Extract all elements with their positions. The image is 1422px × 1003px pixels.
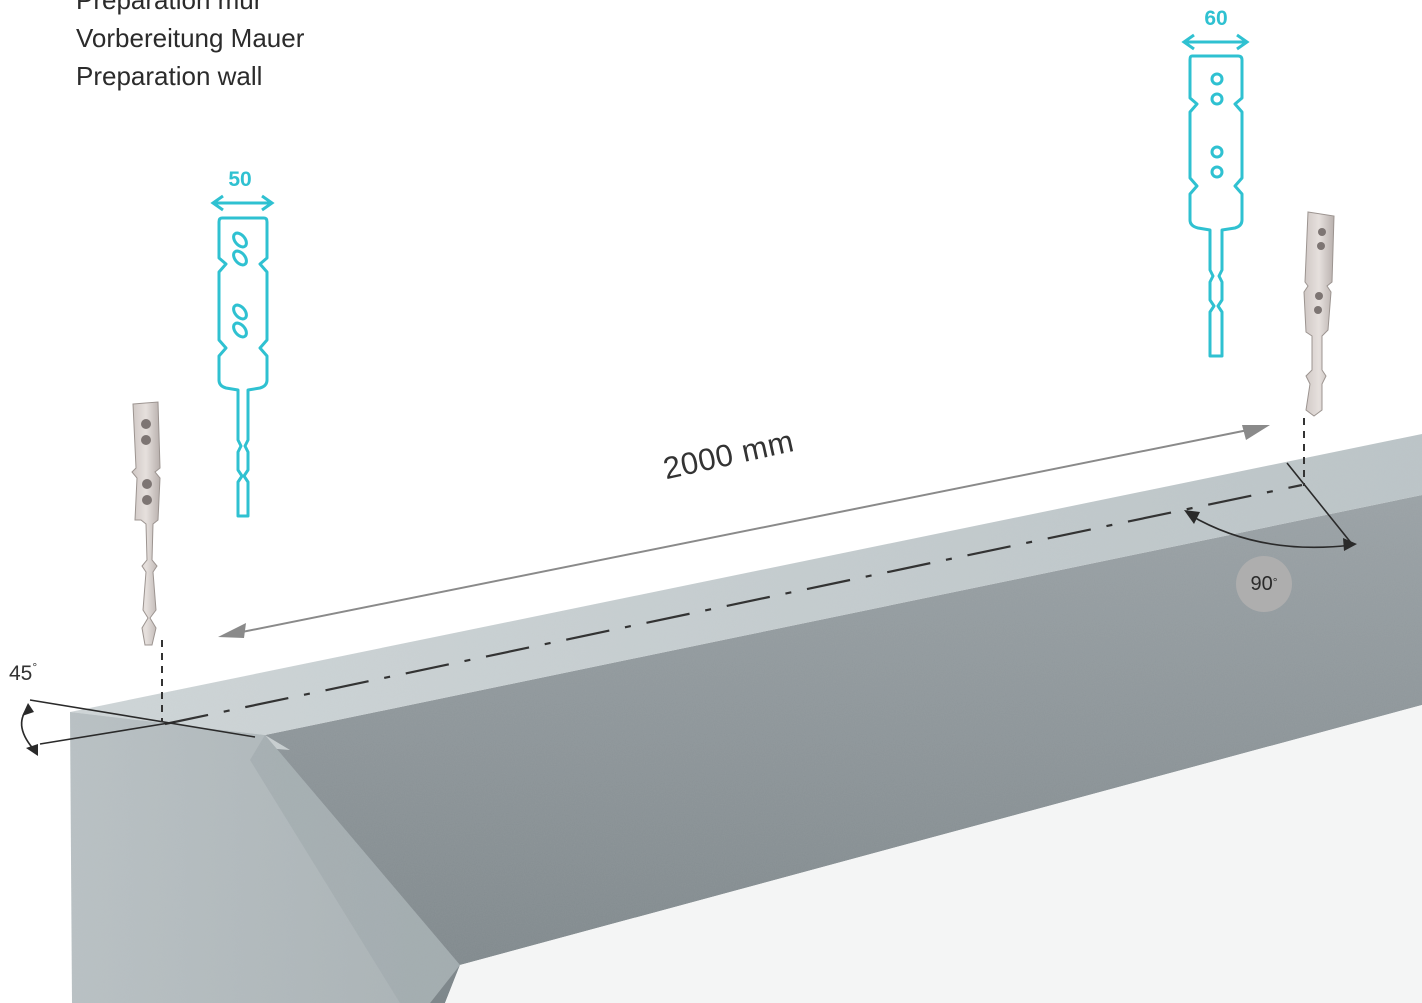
anchor-50-width-label: 50 bbox=[228, 168, 252, 191]
caption-line-fr: Préparation mur bbox=[76, 0, 263, 15]
anchor-50-outline bbox=[217, 216, 269, 518]
left-anchor-photo bbox=[131, 401, 161, 646]
caption-line-en: Preparation wall bbox=[76, 61, 263, 91]
anchor-60-outline bbox=[1188, 54, 1244, 358]
angle-45-label: 45° bbox=[9, 660, 38, 686]
right-anchor-photo bbox=[1303, 211, 1335, 417]
angle-45-value: 45 bbox=[9, 662, 33, 685]
caption-block: Préparation mur Vorbereitung Mauer Prepa… bbox=[76, 0, 496, 95]
anchor-50-width-arrow bbox=[210, 194, 275, 212]
caption-line-de: Vorbereitung Mauer bbox=[76, 23, 305, 53]
angle-45-degree: ° bbox=[32, 660, 38, 674]
angle-90-marker bbox=[1184, 462, 1357, 551]
anchor-60-width-label: 60 bbox=[1204, 7, 1228, 30]
angle-45-marker bbox=[20, 699, 256, 756]
spacing-dimension-arrow bbox=[218, 425, 1270, 638]
center-axis-line bbox=[164, 483, 1303, 726]
concrete-wall bbox=[70, 434, 1422, 1003]
floor-area bbox=[445, 705, 1422, 1003]
anchor-60-width-arrow bbox=[1181, 33, 1250, 51]
angle-90-degree: ° bbox=[1272, 575, 1278, 589]
angle-90-value: 90 bbox=[1250, 573, 1273, 595]
angle-90-badge: 90° bbox=[1236, 556, 1292, 612]
